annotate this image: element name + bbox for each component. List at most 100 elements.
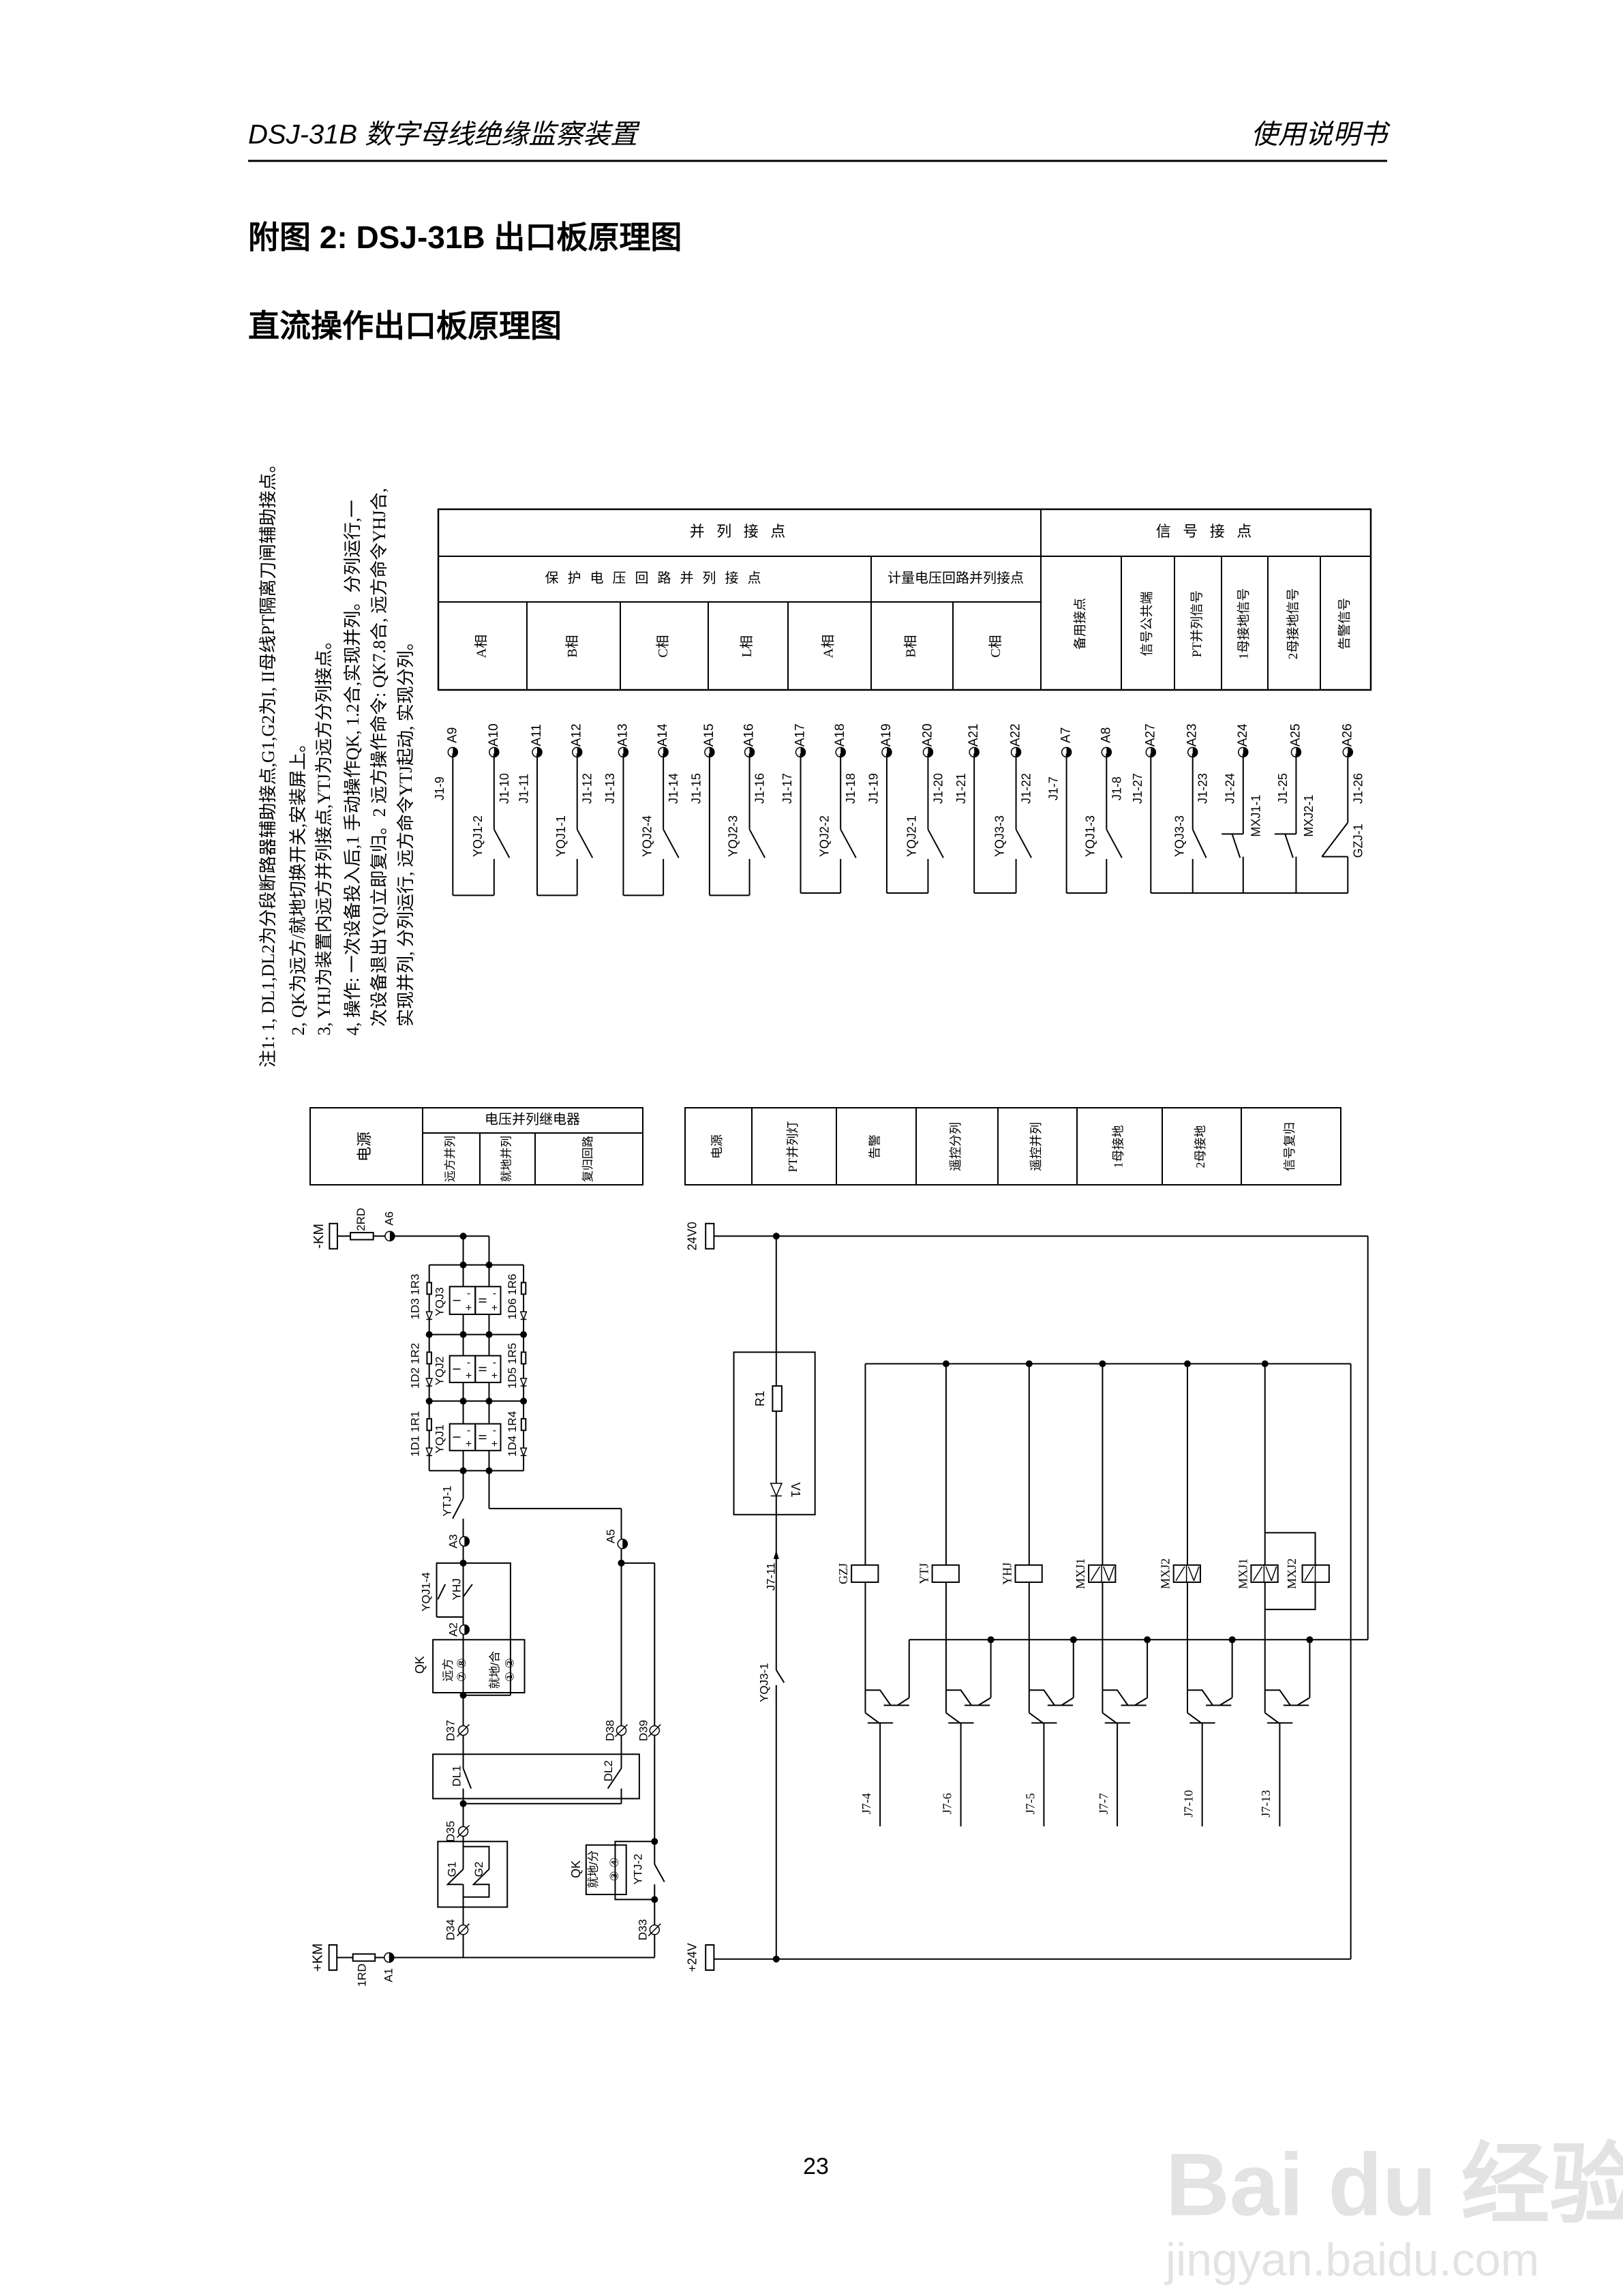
- lower-left-table: [309, 1107, 643, 1185]
- label: D33: [636, 1919, 649, 1940]
- label: J7-13: [1259, 1790, 1273, 1817]
- wire-label: J1-23: [1196, 773, 1210, 804]
- transistor-emitter: [977, 1697, 992, 1706]
- label: +: [491, 1302, 498, 1314]
- contact-blade: [654, 1864, 665, 1882]
- section-title: 直流操作出口板原理图: [248, 308, 562, 344]
- resistor-icon: [426, 1282, 432, 1295]
- label: D37: [444, 1720, 457, 1741]
- cell-relay-header: 电压并列继电器: [485, 1112, 580, 1128]
- contact-blade: [607, 1768, 622, 1789]
- contact-blade: [775, 1670, 785, 1683]
- terminal-id: A25: [1288, 723, 1303, 746]
- terminal-fill-icon: [389, 1952, 394, 1963]
- group-parallel-contacts: 并 列 接 点: [690, 523, 790, 540]
- qk-switch-box: [432, 1639, 526, 1694]
- label: 1D3 1R3: [408, 1274, 421, 1320]
- label: V1: [789, 1483, 802, 1498]
- signal-cell: PT并列信号: [1189, 590, 1204, 657]
- label: D34: [444, 1919, 457, 1940]
- resistor-r1: [772, 1385, 783, 1413]
- resistor-icon: [520, 1282, 527, 1295]
- wire-label: J1-21: [954, 773, 968, 804]
- terminal-fill-icon: [453, 747, 458, 757]
- transistor-icon: [1264, 1712, 1279, 1724]
- label: YHJ: [451, 1578, 464, 1600]
- wire-label: J1-9: [433, 776, 446, 800]
- contact-label: YQJ2-4: [640, 815, 654, 857]
- label: YQJ1: [433, 1425, 446, 1454]
- wire-label: J1-13: [603, 773, 617, 804]
- label: R1: [753, 1391, 767, 1406]
- relay-coil: [851, 1564, 879, 1583]
- terminal-id: A9: [445, 727, 459, 743]
- resistor-icon: [520, 1418, 527, 1432]
- cell-function: 1母接地: [1112, 1126, 1125, 1168]
- transistor-icon: [1029, 1712, 1044, 1724]
- label: +: [491, 1438, 498, 1450]
- relay-coil-II: [474, 1423, 502, 1451]
- coil-hatch: [1175, 1566, 1185, 1582]
- signal-cell: 2母接地信号: [1286, 588, 1301, 660]
- terminal-id: A18: [833, 723, 847, 746]
- baidu-watermark-url: jingyan.baidu.com: [1164, 2234, 1539, 2286]
- label: YQJ2: [433, 1357, 446, 1386]
- coil-v: [1265, 1566, 1272, 1581]
- label: QK: [413, 1656, 427, 1674]
- terminal-fill-icon: [928, 747, 933, 757]
- terminal-fill-icon: [1192, 747, 1198, 757]
- coil-hatch: [1304, 1566, 1314, 1582]
- terminal-id: A14: [656, 723, 670, 746]
- label: YTJ-2: [631, 1854, 644, 1884]
- contact-label: YQJ2-3: [727, 815, 740, 857]
- wire: [436, 1562, 511, 1695]
- label: II: [477, 1434, 489, 1440]
- terminal-slash: [457, 1923, 470, 1937]
- transistor-icon: [1029, 1689, 1055, 1706]
- terminal-id: A7: [1059, 727, 1074, 743]
- relay-coil-II: [474, 1286, 502, 1316]
- phase-cell: C相: [655, 635, 671, 657]
- label: MXJ1: [1236, 1558, 1249, 1589]
- note-line: 注1: 1, DL1,DL2为分段断路器辅助接点,G1,G2为I, II母线PT…: [258, 455, 278, 1068]
- label: -: [493, 1288, 496, 1299]
- wire-label: J1-25: [1276, 773, 1290, 804]
- terminal-id: A8: [1099, 727, 1113, 743]
- transistor-emitter: [1061, 1697, 1074, 1706]
- led-icon: [770, 1483, 783, 1498]
- contact-label: YQJ1-1: [554, 815, 568, 857]
- label: -: [467, 1357, 470, 1368]
- terminal-fill-icon: [464, 1625, 470, 1635]
- label: J7-6: [940, 1793, 954, 1814]
- diode-icon: [519, 1378, 528, 1388]
- signal-cell: 1母接地信号: [1236, 588, 1251, 660]
- contact-label: YQJ3-3: [1172, 815, 1186, 857]
- contact-blade: [493, 829, 511, 858]
- coil-hatch: [1090, 1566, 1100, 1582]
- terminal-id: A17: [793, 723, 808, 746]
- label: YTJ-1: [440, 1485, 453, 1516]
- terminal-id: A12: [570, 723, 584, 746]
- label: YQJ1-4: [420, 1572, 433, 1612]
- contact-label: MXJ1-1: [1249, 795, 1262, 837]
- terminal-fill-icon: [1296, 747, 1301, 757]
- wire-label: J1-11: [517, 774, 531, 804]
- label: ① ②: [503, 1658, 516, 1682]
- group-signal-contacts: 信 号 接 点: [1156, 523, 1256, 540]
- label: +: [466, 1438, 472, 1450]
- terminal-fill-icon: [1348, 747, 1353, 757]
- label: 24V0: [686, 1222, 699, 1250]
- label: +24V: [686, 1943, 699, 1972]
- label: 就地/分: [587, 1850, 600, 1888]
- label: 远方: [442, 1659, 455, 1682]
- fuse-1rd: [352, 1953, 376, 1962]
- terminal-fill-icon: [1016, 747, 1021, 757]
- note-line: 2, QK为远方/就地切换开关,安装屏上。: [288, 735, 308, 1036]
- diode-icon: [519, 1311, 528, 1321]
- label: G2: [472, 1862, 485, 1877]
- terminal-fill-icon: [663, 747, 669, 757]
- contact-blade: [452, 1498, 464, 1520]
- label: GZJ: [836, 1563, 850, 1584]
- transistor-icon: [865, 1689, 892, 1706]
